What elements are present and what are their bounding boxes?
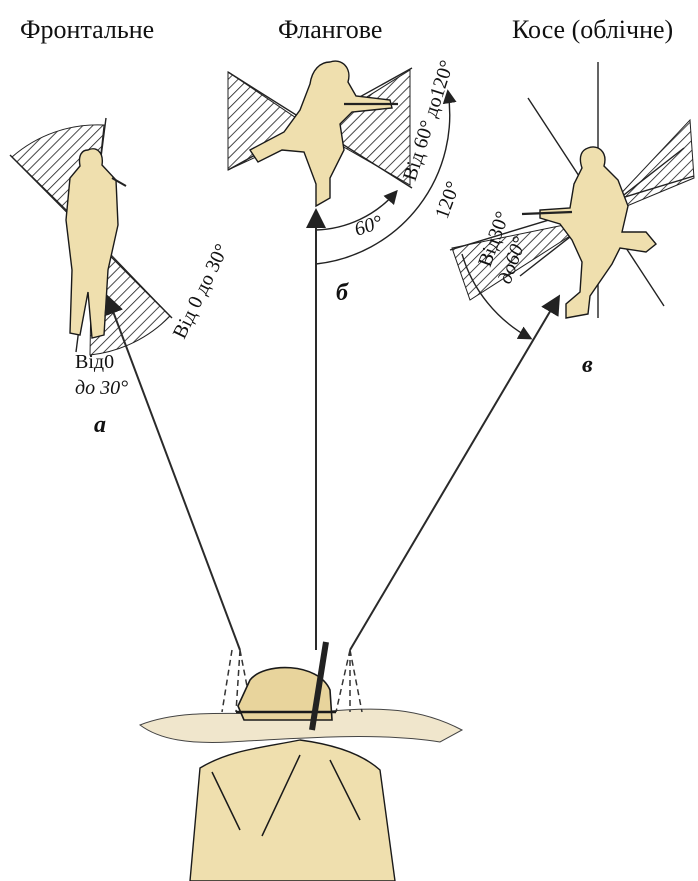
panel-letter-a: а [94,412,106,438]
bipod-right [336,650,362,712]
sight-ray-oblique [350,298,558,650]
angle-label-b-120: 120° [431,178,465,221]
panel-letter-b: б [336,280,349,306]
sight-ray-frontal [108,298,240,650]
panel-letter-c: в [582,352,593,378]
angle-label-a-rotated: Від 0 до 30° [169,241,234,343]
observer-rifleman [140,642,462,881]
observer-torso [190,740,395,881]
angle-label-a-line1: Від0 [75,351,114,373]
title-oblique: Косе (облічне) [512,15,673,44]
panel-b-flank: Від 60° до120° 60° 120° б [228,58,465,306]
panel-a-frontal: Від 0 до 30° Від0 до 30° а [10,118,233,438]
angle-label-b-60: 60° [352,211,385,241]
panel-c-oblique: Від30° до60° в [450,62,694,378]
angle-label-a-line2: до 30° [75,377,128,399]
title-frontal: Фронтальне [20,15,154,44]
title-flank: Флангове [278,15,382,44]
